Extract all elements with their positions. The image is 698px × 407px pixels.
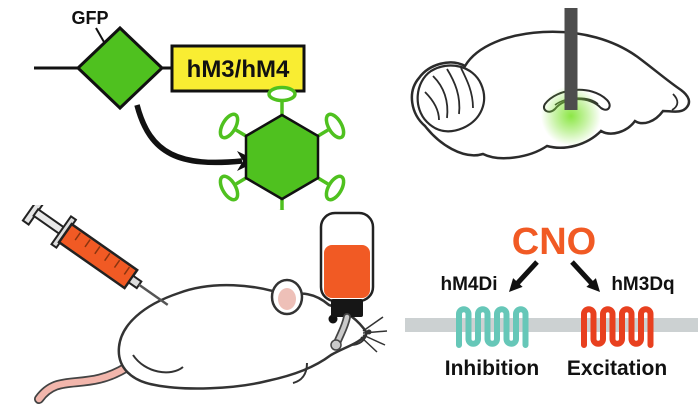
hm4di-label: hM4Di [441, 274, 498, 295]
cno-label: CNO [512, 221, 596, 263]
receptor-cassette-box [170, 44, 306, 93]
mouse-icon [117, 278, 388, 390]
cerebellum [416, 64, 486, 133]
syringe-plunger [32, 207, 66, 236]
cno-arrows [509, 260, 600, 292]
inhibitory-receptor-icon [456, 306, 529, 348]
mouse-mouth-line [350, 332, 368, 346]
virus-spikes [218, 85, 346, 227]
cno-delivery-figure [21, 196, 388, 404]
mouse-tail [34, 362, 132, 404]
mouse-hind-leg [132, 354, 184, 374]
bottle-liquid [324, 245, 370, 298]
gfp-pointer-line [95, 27, 105, 43]
receptor-pathway-panel: CNO hM4Di hM3Dq Inhibition Excitation [405, 212, 698, 407]
packaging-arrow [134, 104, 243, 166]
olfactory-bulb-line [671, 93, 679, 111]
receptor-pathway-figure: CNO hM4Di hM3Dq Inhibition Excitation [405, 221, 698, 380]
cno-delivery-panel [15, 196, 400, 405]
hm3dq-label: hM3Dq [611, 274, 674, 295]
cno-right-arrowhead [586, 278, 600, 292]
cno-left-arrowhead [509, 278, 523, 292]
bottle-cap [331, 299, 363, 317]
virus-capsid-hexagon [244, 113, 320, 201]
water-bottle-icon [319, 211, 375, 351]
excitation-label: Excitation [567, 357, 667, 380]
syringe-icon [21, 196, 169, 306]
viral-construct-figure: GFP hM3/hM4 [34, 8, 346, 227]
excitatory-receptor-icon [581, 306, 654, 348]
virus-particle-icon [218, 85, 346, 227]
injection-probe-icon [564, 8, 578, 110]
gfp-label: GFP [71, 8, 108, 28]
mouse-ear-inner [278, 288, 296, 310]
inhibition-label: Inhibition [445, 357, 539, 380]
cerebellum-striations [424, 67, 474, 121]
brain-injection-panel [395, 8, 695, 203]
syringe-needle [138, 283, 169, 306]
membrane-bar [405, 318, 698, 332]
syringe-barrel [57, 222, 139, 290]
gfp-diamond-icon [75, 25, 165, 111]
mouse-whiskers [360, 316, 388, 353]
brain-injection-figure [410, 8, 691, 160]
syringe-graduations [74, 232, 131, 275]
syringe-hub [127, 274, 143, 290]
expression-glow [541, 86, 601, 146]
receptor-cassette-label: hM3/hM4 [187, 56, 290, 83]
mouse-front-leg [292, 362, 308, 384]
bottle-spout-ball [330, 339, 342, 351]
viral-construct-panel: GFP hM3/hM4 [10, 5, 370, 227]
